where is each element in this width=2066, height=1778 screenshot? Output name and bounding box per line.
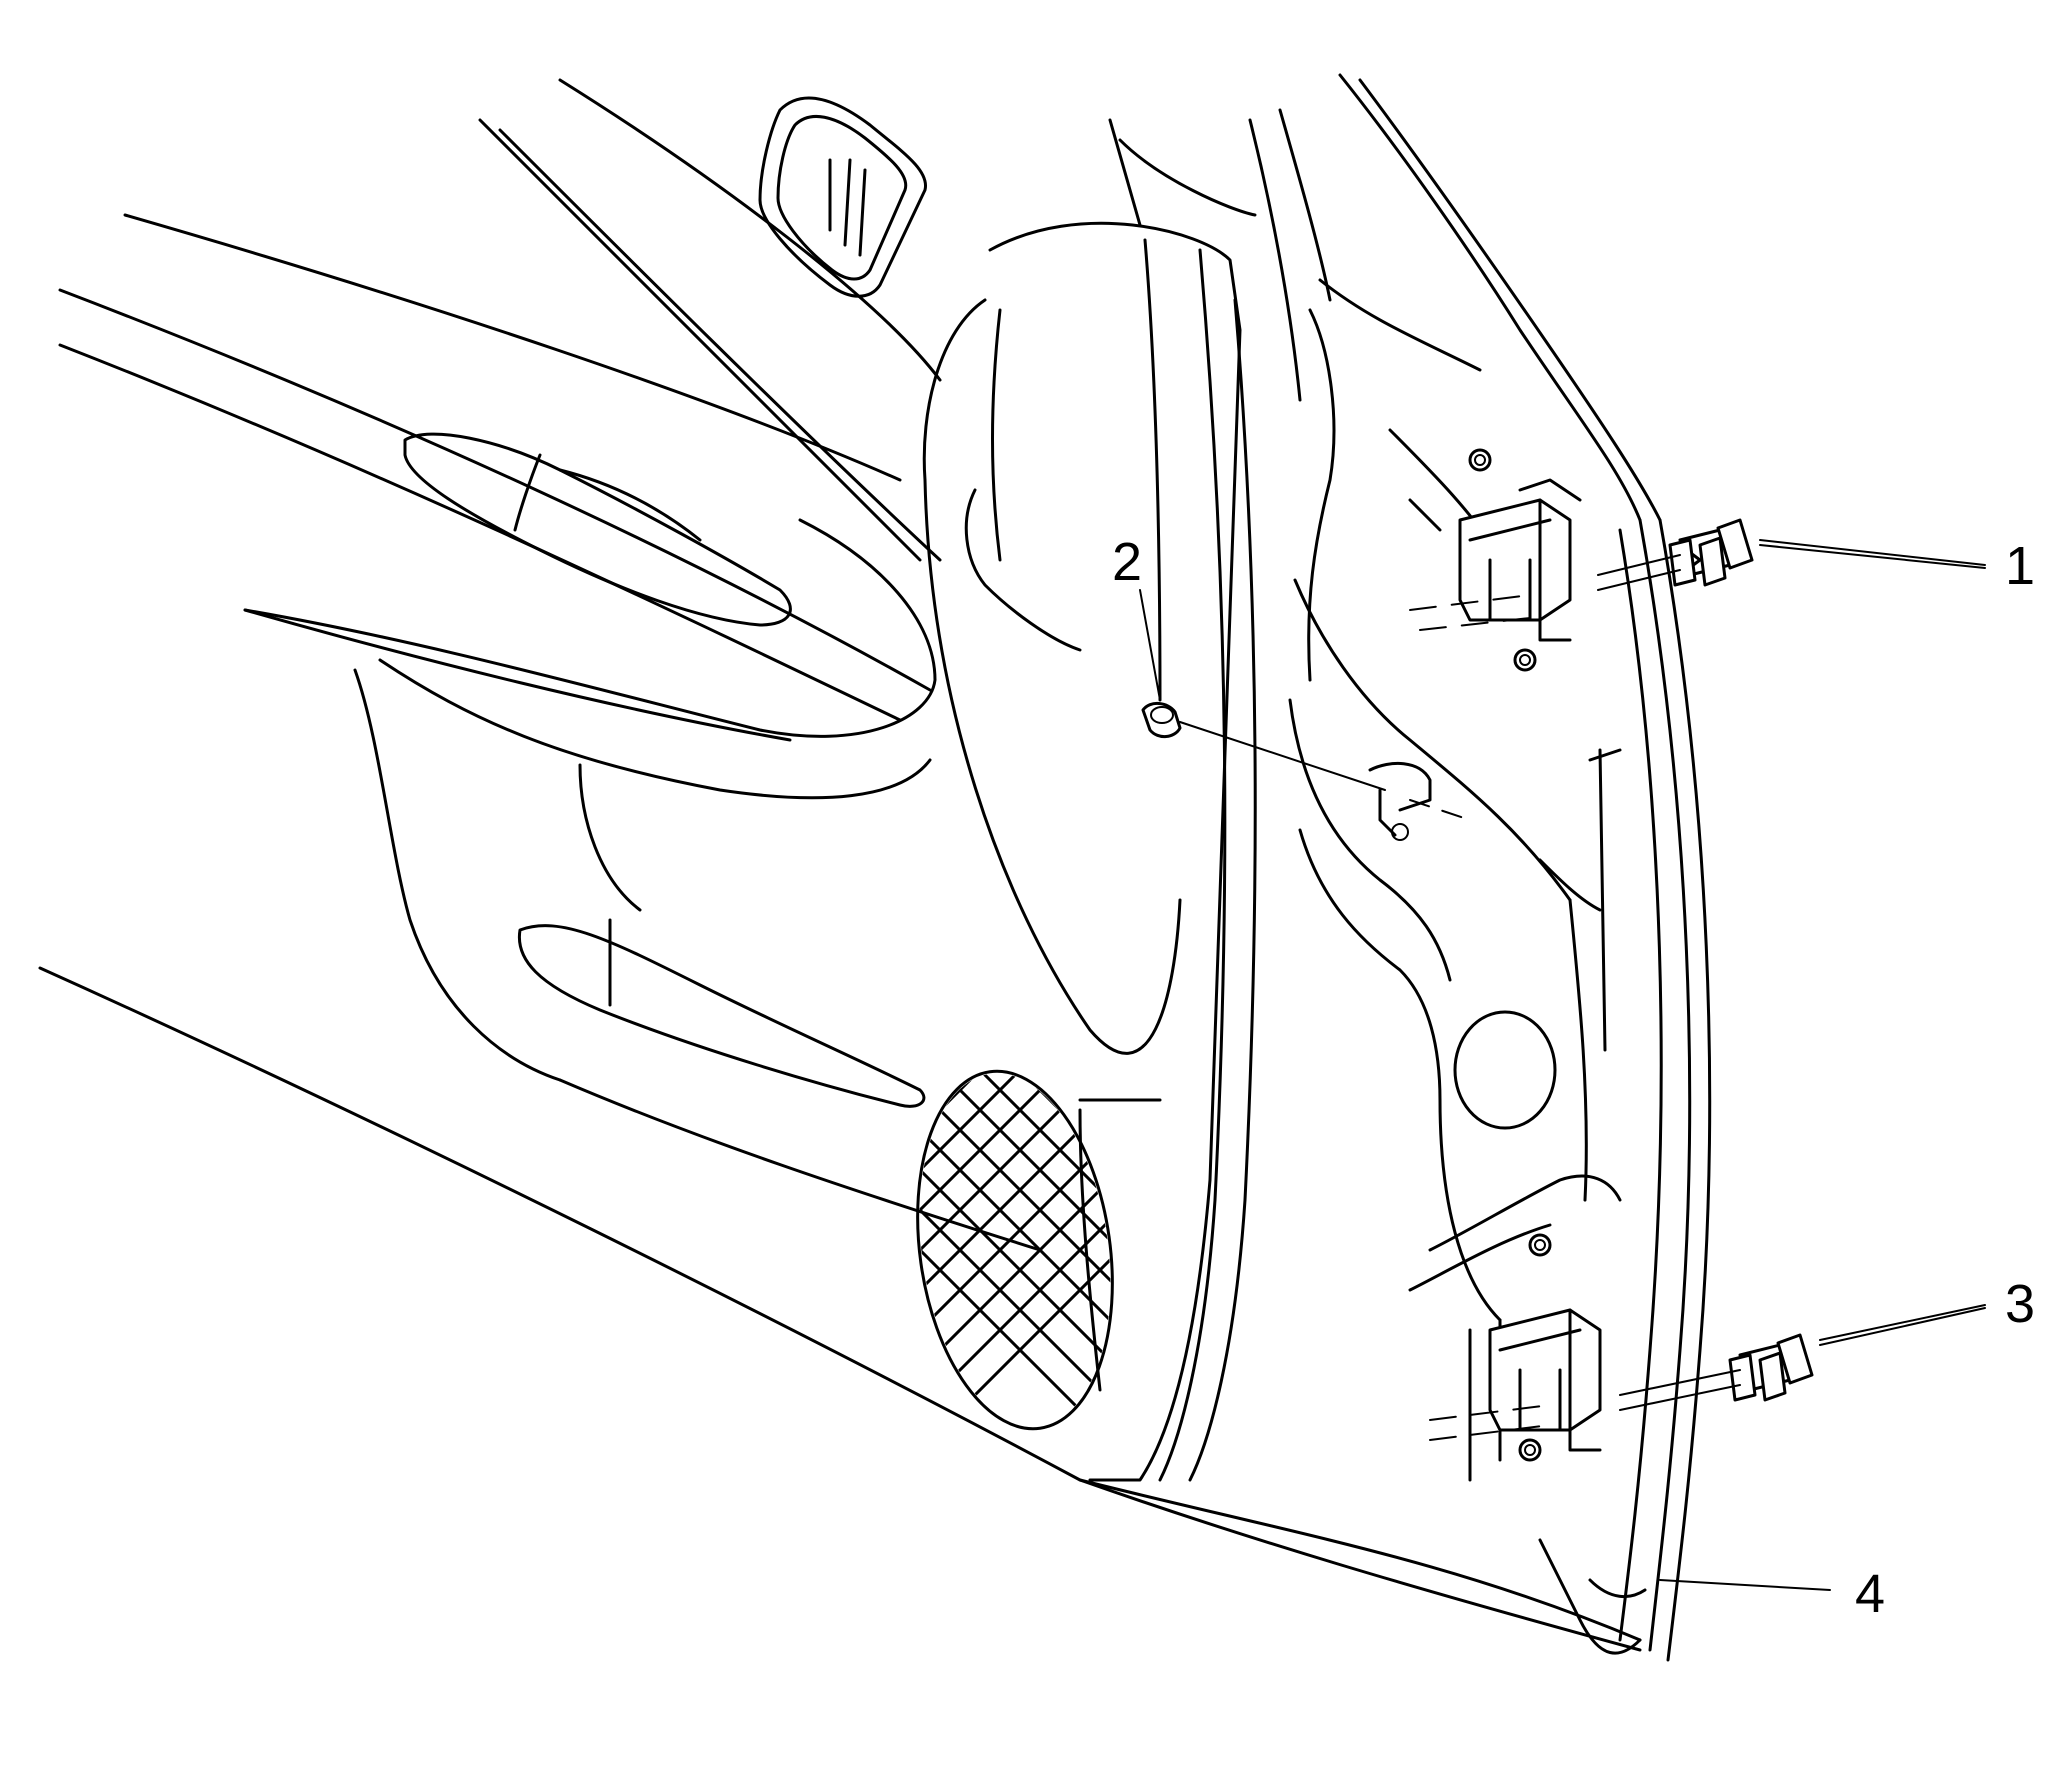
lower-hinge bbox=[1488, 1233, 1602, 1462]
leader-line-3b bbox=[1819, 1307, 1986, 1346]
leader-line-2 bbox=[1139, 589, 1161, 701]
door-inner-frame bbox=[1248, 73, 1712, 1662]
callout-3: 3 bbox=[2005, 1274, 2035, 1334]
leader-line-1a bbox=[1759, 539, 1986, 566]
door-trim-panel bbox=[38, 78, 1642, 1652]
callout-leaders bbox=[1139, 539, 1986, 1591]
speaker-grille-mesh bbox=[898, 1060, 1132, 1440]
callout-2: 2 bbox=[1112, 532, 1142, 592]
upper-hinge-bolts bbox=[1409, 518, 1754, 631]
upper-hinge bbox=[1458, 448, 1582, 672]
leader-line-1b bbox=[1759, 544, 1986, 569]
door-panel-retainer bbox=[1141, 702, 1471, 841]
leader-line-3a bbox=[1819, 1304, 1986, 1341]
trim-center-bulge bbox=[922, 118, 1257, 1482]
callout-labels: 1 2 3 4 bbox=[1112, 532, 2035, 1624]
speaker-grille bbox=[898, 1060, 1132, 1440]
leader-line-4 bbox=[1659, 1579, 1831, 1591]
callout-1: 1 bbox=[2005, 536, 2035, 596]
callout-4: 4 bbox=[1855, 1564, 1885, 1624]
inside-handle-bezel bbox=[758, 96, 927, 298]
lower-hinge-bolts bbox=[1429, 1333, 1814, 1441]
